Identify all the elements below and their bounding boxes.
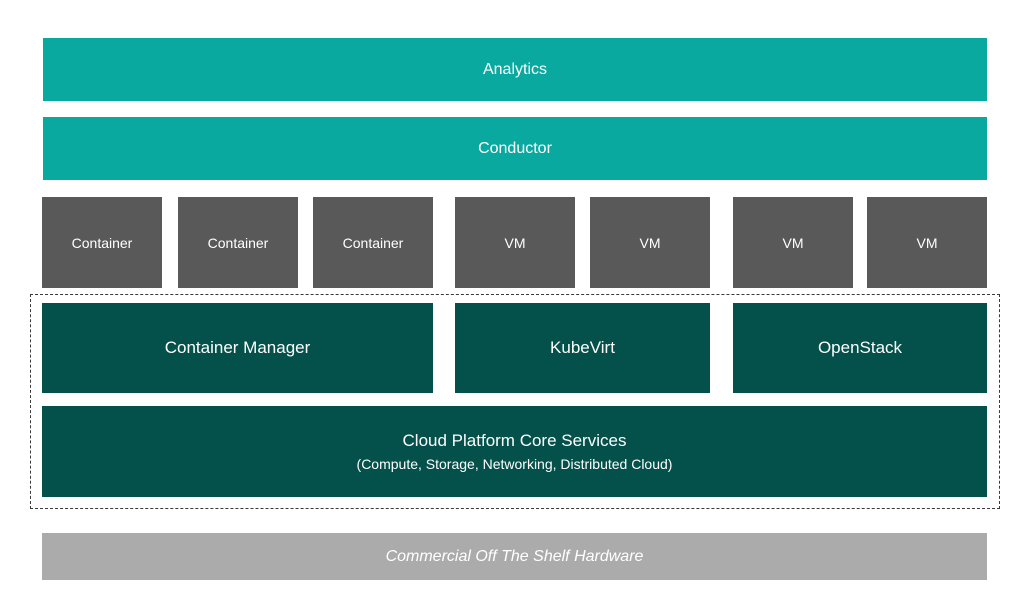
- core-services-subtitle: (Compute, Storage, Networking, Distribut…: [356, 455, 673, 472]
- conductor-layer: Conductor: [43, 117, 987, 180]
- core-services-title: Cloud Platform Core Services: [402, 430, 627, 450]
- conductor-label: Conductor: [478, 139, 552, 157]
- workload-label: VM: [504, 234, 526, 251]
- workload-label: VM: [639, 234, 661, 251]
- container-manager-box: Container Manager: [42, 303, 433, 393]
- workload-container: Container: [42, 197, 162, 288]
- workload-vm: VM: [455, 197, 575, 288]
- workload-label: Container: [207, 234, 269, 251]
- workload-label: Container: [342, 234, 404, 251]
- workload-container: Container: [178, 197, 298, 288]
- workload-container: Container: [313, 197, 433, 288]
- workload-label: Container: [71, 234, 133, 251]
- workload-vm: VM: [590, 197, 710, 288]
- workload-vm: VM: [733, 197, 853, 288]
- hardware-label: Commercial Off The Shelf Hardware: [385, 547, 644, 565]
- analytics-label: Analytics: [482, 60, 548, 78]
- platform-boundary: [30, 294, 1000, 509]
- kubevirt-box: KubeVirt: [455, 303, 710, 393]
- hardware-layer: Commercial Off The Shelf Hardware: [42, 533, 987, 580]
- analytics-layer: Analytics: [43, 38, 987, 101]
- workload-vm: VM: [867, 197, 987, 288]
- kubevirt-label: KubeVirt: [550, 338, 615, 357]
- workload-label: VM: [916, 234, 938, 251]
- container-manager-label: Container Manager: [164, 338, 311, 357]
- workload-label: VM: [782, 234, 804, 251]
- core-services-box: Cloud Platform Core Services (Compute, S…: [42, 406, 987, 497]
- openstack-label: OpenStack: [817, 338, 903, 357]
- openstack-box: OpenStack: [733, 303, 987, 393]
